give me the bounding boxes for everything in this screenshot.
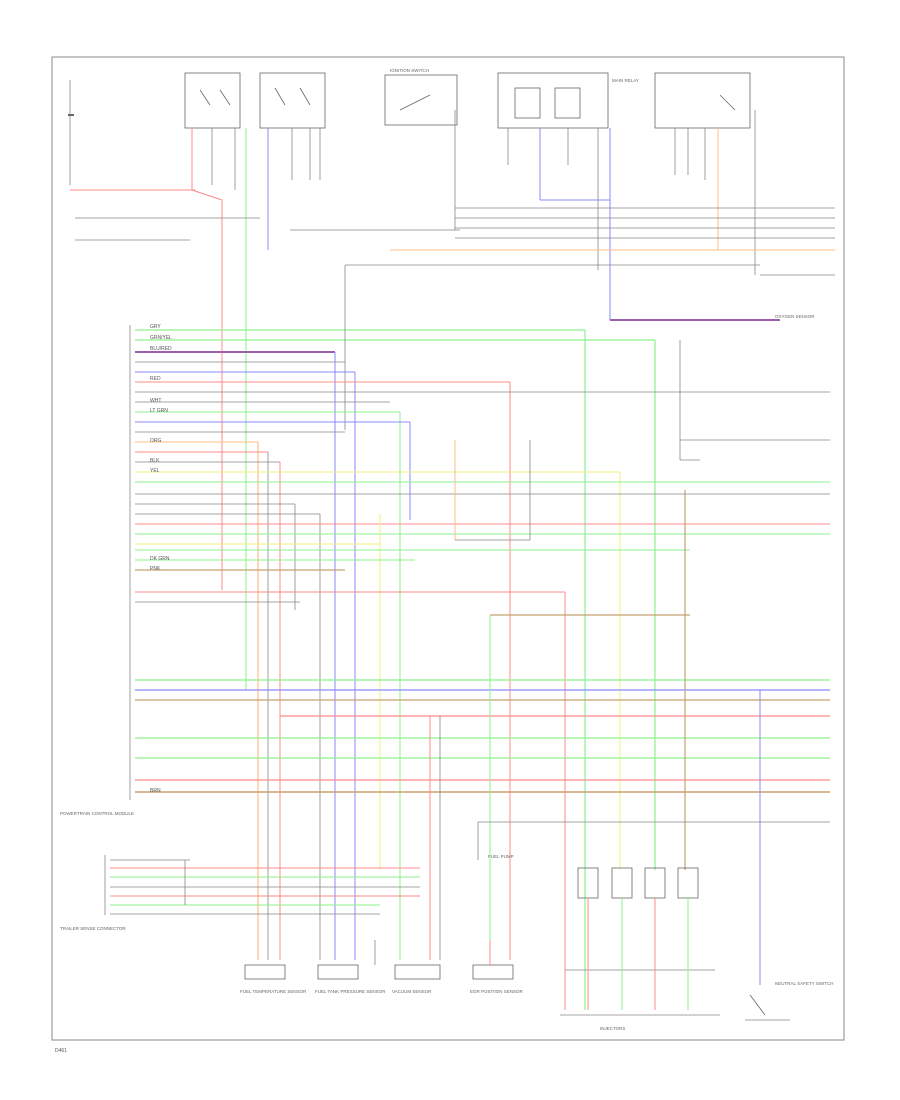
injector-label: INJECTORS bbox=[600, 1026, 625, 1031]
trailer-connector-label: TRAILER SENSE CONNECTOR bbox=[60, 926, 126, 931]
neutral-switch-label: NEUTRAL SAFETY SWITCH bbox=[775, 981, 834, 986]
top-switch-1 bbox=[184, 72, 241, 129]
sensor-egr: EGR POSITION SENSOR bbox=[470, 964, 524, 994]
wire-tag-blk: BLK bbox=[150, 458, 160, 464]
page-reference: D461 bbox=[55, 1048, 67, 1054]
ignition-switch-label: IGNITION SWITCH bbox=[390, 68, 429, 73]
wire-tag-lt-grn: LT GRN bbox=[150, 408, 168, 414]
ecm-connector: POWERTRAIN CONTROL MODULE bbox=[60, 325, 134, 816]
injector-block: INJECTORS bbox=[560, 867, 720, 1031]
trailer-connector: TRAILER SENSE CONNECTOR bbox=[60, 855, 420, 931]
wire-tag-red: RED bbox=[150, 376, 161, 382]
wire-tag-pnk: PNK bbox=[150, 566, 161, 572]
wire-tag-org: ORG bbox=[150, 438, 162, 444]
mid-sensors bbox=[454, 340, 830, 541]
main-relay-box: MAIN RELAY bbox=[497, 72, 639, 129]
wire-tag-gry: GRY bbox=[150, 324, 161, 330]
wire-tag-yel: YEL bbox=[150, 468, 160, 474]
top-drop-wires bbox=[191, 110, 756, 690]
fuel-pump-relay-box bbox=[654, 72, 751, 129]
sensor-tank-pressure: FUEL TANK PRESSURE SENSOR bbox=[315, 964, 386, 994]
fuel-pump-label: FUEL PUMP bbox=[488, 854, 514, 859]
wire-tag-brn: BRN bbox=[150, 788, 161, 794]
sensor-egr-label: EGR POSITION SENSOR bbox=[470, 989, 524, 994]
sensor-fuel-temp: FUEL TEMPERATURE SENSOR bbox=[240, 964, 307, 994]
sensor-vacuum-label: VACUUM SENSOR bbox=[392, 989, 432, 994]
ecm-connector-label: POWERTRAIN CONTROL MODULE bbox=[60, 811, 134, 816]
wire-tag-grn-yel: GRN/YEL bbox=[150, 335, 172, 341]
wire-tag-wht: WHT bbox=[150, 398, 161, 404]
oxygen-sensor-label: OXYGEN SENSOR bbox=[775, 314, 815, 319]
wire-tag-blu-red: BLU/RED bbox=[150, 346, 172, 352]
sensor-fuel-temp-label: FUEL TEMPERATURE SENSOR bbox=[240, 989, 307, 994]
wire-tag-dk-grn: DK GRN bbox=[150, 556, 170, 562]
main-relay-label: MAIN RELAY bbox=[612, 78, 639, 83]
top-bus-lines bbox=[75, 199, 835, 321]
sensor-vacuum: VACUUM SENSOR bbox=[392, 964, 441, 994]
diagram-frame bbox=[51, 56, 845, 1041]
top-switch-2 bbox=[259, 72, 326, 129]
sensor-tank-pressure-label: FUEL TANK PRESSURE SENSOR bbox=[315, 989, 386, 994]
ignition-switch-box: IGNITION SWITCH bbox=[384, 68, 458, 126]
ecm-wires bbox=[135, 265, 830, 1010]
neutral-switch: NEUTRAL SAFETY SWITCH bbox=[745, 981, 834, 1021]
wire-tags: GRY GRN/YEL BLU/RED RED BLK ORG YEL BRN … bbox=[150, 324, 172, 794]
